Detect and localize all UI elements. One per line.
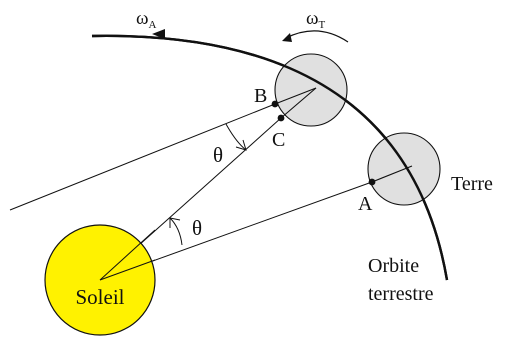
angle-arc-lower-arrowhead	[169, 217, 181, 228]
sun-label: Soleil	[75, 285, 124, 309]
point-c-label: C	[272, 129, 285, 151]
theta-upper-label: θ	[213, 143, 223, 167]
omega-t-label: ωT	[306, 8, 326, 31]
orbit-direction-arrow	[152, 29, 165, 39]
point-a	[368, 178, 376, 186]
earth-orbit-arc-overlay	[91, 34, 449, 281]
earth-upper-radius-b	[274, 87, 317, 105]
sight-line-upper	[9, 103, 276, 211]
theta-lower-label: θ	[192, 216, 202, 240]
omega-a-label: ωA	[136, 8, 157, 31]
point-c	[277, 114, 285, 122]
sun-ray-lower	[99, 259, 156, 281]
angle-arc-upper	[225, 123, 247, 151]
sun-ray-upper	[99, 229, 156, 281]
earth-lower-radius-a	[371, 165, 413, 183]
orbit-label-line1: Orbite	[368, 255, 419, 277]
earth-rotation-arrowhead	[282, 33, 292, 42]
point-b-label: B	[254, 85, 267, 107]
earth-label: Terre	[451, 173, 493, 195]
point-a-label: A	[358, 193, 373, 215]
angle-arc-lower	[169, 217, 183, 246]
orbit-label-line2: terrestre	[368, 283, 434, 305]
angle-arc-upper-arrowhead	[235, 139, 247, 151]
point-b	[271, 100, 279, 108]
earth-upper-radius-c	[280, 87, 317, 119]
earth-rotation-arc	[285, 30, 349, 43]
